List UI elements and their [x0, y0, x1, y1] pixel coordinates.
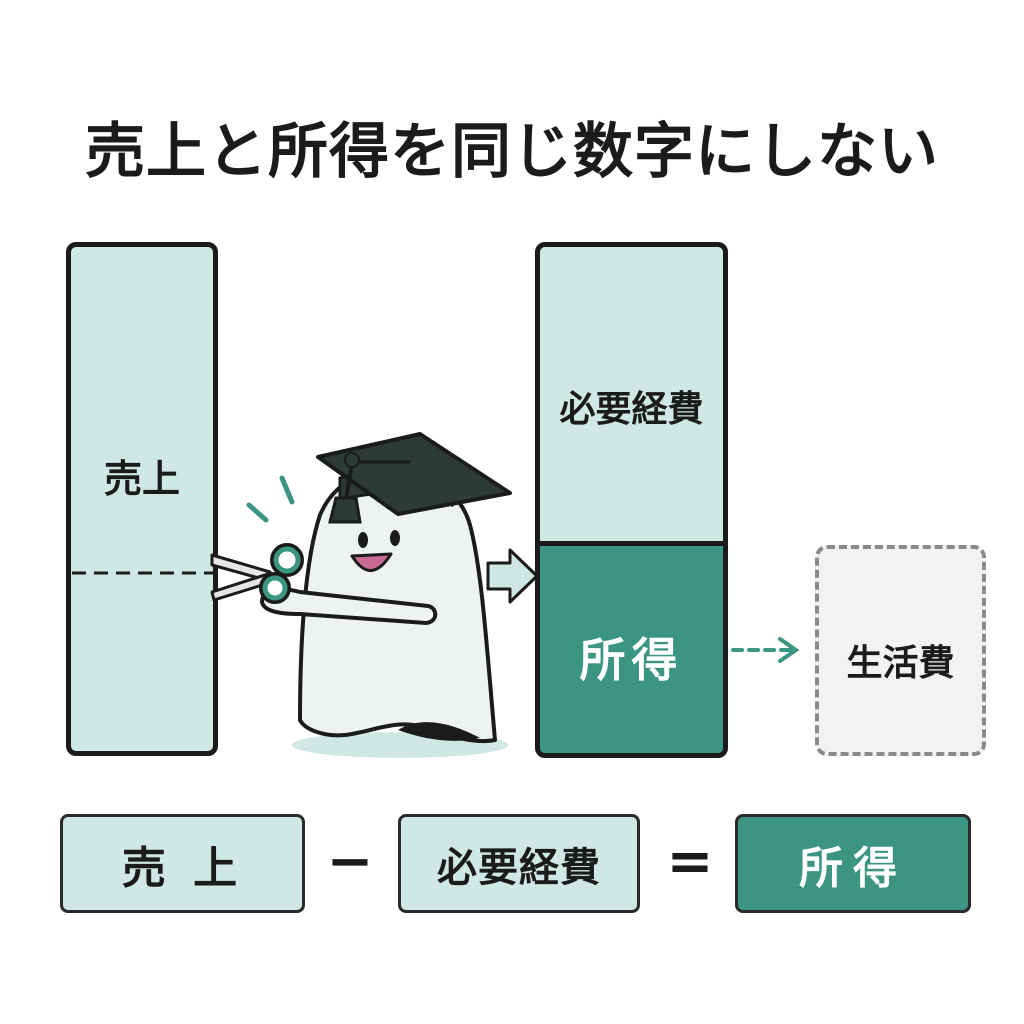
sparkle-icon: [246, 475, 295, 523]
sales-bar-label: 売上: [103, 457, 180, 501]
ghost-mouth: [350, 552, 393, 572]
equation-sales-box: 売 上: [60, 814, 305, 913]
page-title: 売上と所得を同じ数字にしない: [85, 117, 939, 187]
expenses-label: 必要経費: [559, 389, 704, 430]
ghost-eye-left: [358, 532, 368, 548]
equation-income-box: 所得: [735, 814, 971, 913]
sales-bar: [66, 242, 218, 756]
dashed-arrow-icon: [731, 637, 800, 663]
equation-minus-sign: −: [326, 829, 374, 894]
ghost-eye-right: [390, 530, 400, 546]
income-bar-income-segment: [540, 541, 723, 753]
equation-expenses-box: 必要経費: [398, 814, 640, 913]
living-expenses-label: 生活費: [846, 643, 955, 684]
graduation-cap-icon: [316, 432, 512, 524]
income-label: 所得: [579, 633, 684, 687]
scissors-icon: [210, 543, 304, 604]
income-bar: [535, 242, 728, 758]
equation-equals-sign: =: [666, 829, 714, 894]
arrow-right-icon: [486, 548, 539, 604]
living-expenses-box: [815, 545, 986, 756]
